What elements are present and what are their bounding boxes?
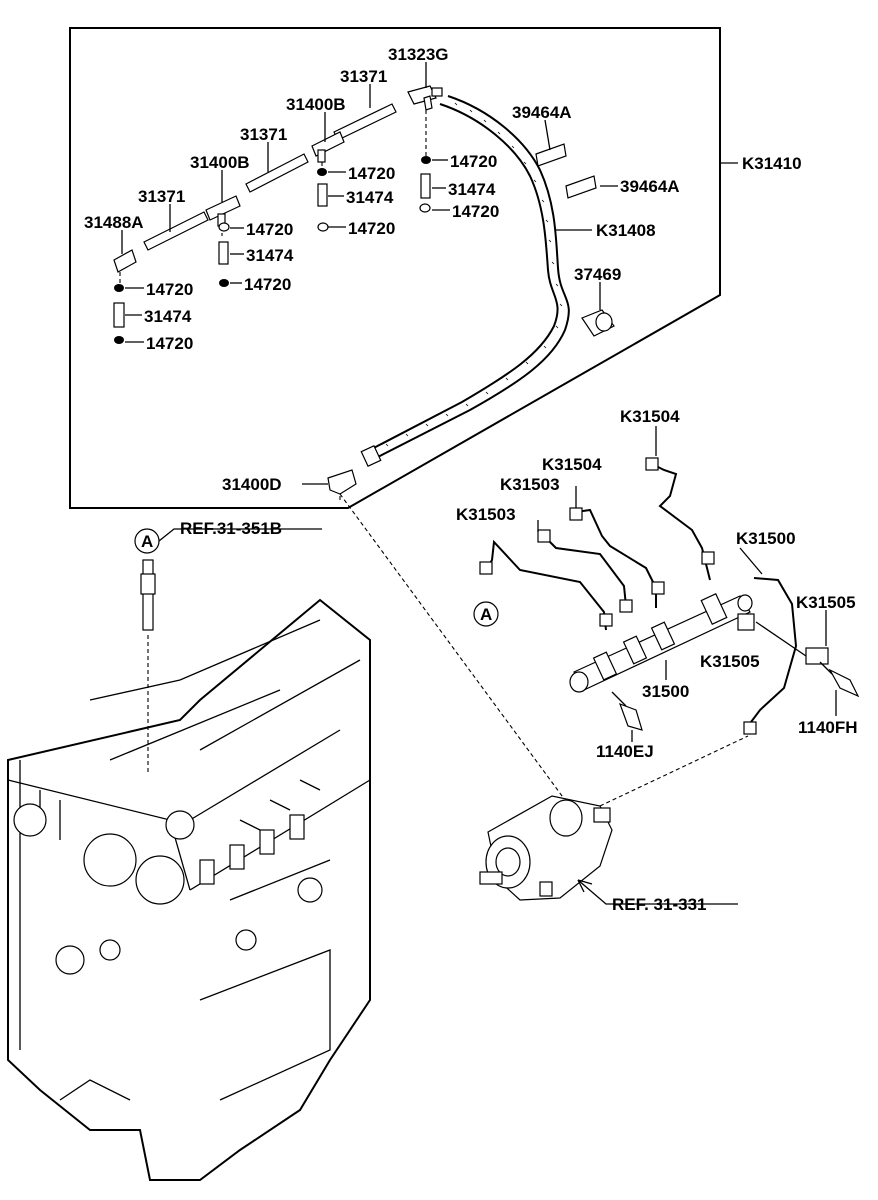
return-hose	[360, 95, 570, 468]
label-circle-A-top: A	[141, 532, 153, 551]
label-31323G: 31323G	[388, 45, 449, 64]
label-31371-low: 31371	[138, 187, 185, 206]
label-K31505-a: K31505	[796, 593, 856, 612]
label-31400B-mid: 31400B	[190, 153, 250, 172]
label-14720-h: 14720	[146, 334, 193, 353]
label-31371-top: 31371	[340, 67, 387, 86]
label-14720-c: 14720	[348, 164, 395, 183]
fitting-31400D	[327, 469, 357, 495]
leak-off-pipe-assembly	[113, 85, 443, 500]
label-14720-d: 14720	[348, 219, 395, 238]
label-39464A-a: 39464A	[512, 103, 572, 122]
leader-lines	[121, 62, 738, 485]
label-K31408: K31408	[596, 221, 656, 240]
assembly-boundary	[69, 27, 721, 509]
label-K31410: K31410	[742, 154, 802, 173]
label-14720-b: 14720	[452, 202, 499, 221]
label-K31504-a: K31504	[620, 407, 680, 426]
fuel-rail-assembly	[479, 426, 860, 742]
label-14720-a: 14720	[450, 152, 497, 171]
label-37469: 37469	[574, 265, 621, 284]
label-K31504-b: K31504	[542, 455, 602, 474]
label-31488A: 31488A	[84, 213, 144, 232]
label-K31500: K31500	[736, 529, 796, 548]
label-K31505-b: K31505	[700, 652, 760, 671]
label-1140EJ: 1140EJ	[596, 742, 654, 761]
label-K31503-a: K31503	[500, 475, 560, 494]
label-39464A-b: 39464A	[620, 177, 680, 196]
label-31474-a: 31474	[448, 180, 496, 199]
label-14720-f: 14720	[244, 275, 291, 294]
label-14720-g: 14720	[146, 280, 193, 299]
label-31371-mid: 31371	[240, 125, 287, 144]
label-K31503-b: K31503	[456, 505, 516, 524]
label-ref-31-331: REF. 31-331	[612, 895, 707, 914]
label-31474-b: 31474	[346, 188, 394, 207]
label-14720-e: 14720	[246, 220, 293, 239]
label-ref-31-351B: REF.31-351B	[180, 519, 282, 538]
label-31500: 31500	[642, 682, 689, 701]
label-31400B-top: 31400B	[286, 95, 346, 114]
label-circle-A-bottom: A	[480, 605, 492, 624]
washers-and-sleeves	[113, 143, 615, 344]
label-31474-d: 31474	[144, 307, 192, 326]
label-1140FH: 1140FH	[798, 718, 858, 737]
part-labels: 31323G 31371 31400B 31371 31400B 31371 3…	[84, 45, 858, 914]
injector-ref-31-351B	[134, 528, 499, 775]
engine-block	[7, 598, 371, 1181]
high-pressure-pump	[479, 735, 749, 905]
label-31400D: 31400D	[222, 475, 282, 494]
connection-dash-to-pump	[339, 493, 566, 801]
label-31474-c: 31474	[246, 246, 294, 265]
